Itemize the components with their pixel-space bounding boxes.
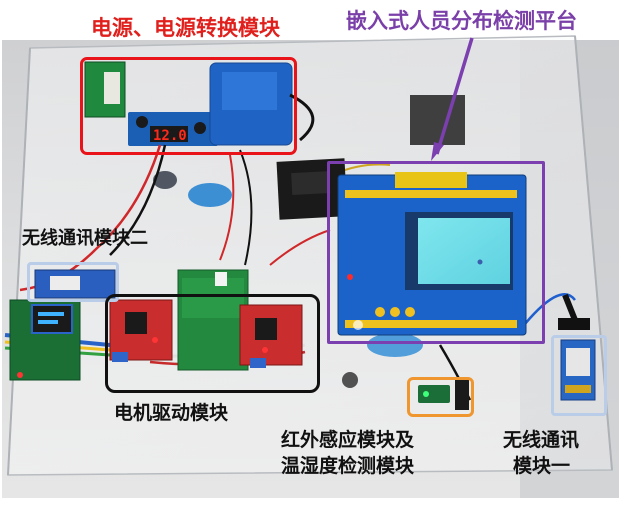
wireless-module-2-label: 无线通讯模块二	[22, 228, 148, 249]
wireless-module-1-label-line1: 无线通讯	[503, 429, 580, 451]
ir-temp-humidity-box	[407, 377, 474, 417]
wireless-module-2-box	[27, 262, 119, 302]
wireless-module-1-label-line2: 模块一	[513, 455, 571, 477]
voltage-readout: 12.0	[153, 128, 187, 144]
motor-driver-box	[105, 294, 320, 393]
oled-display	[31, 304, 73, 334]
lcd-screen	[418, 218, 510, 284]
power-module-box	[80, 57, 297, 155]
ir-temp-humidity-label-line1: 红外感应模块及	[281, 429, 415, 451]
embedded-platform-label: 嵌入式人员分布检测平台	[346, 9, 577, 33]
power-module-label: 电源、电源转换模块	[91, 16, 280, 40]
wireless-module-1-box	[551, 335, 607, 416]
ir-sensor-board	[418, 385, 450, 403]
ir-temp-humidity-label-line2: 温湿度检测模块	[281, 455, 415, 477]
motor-driver-label: 电机驱动模块	[114, 402, 229, 424]
embedded-platform-box	[327, 161, 545, 344]
